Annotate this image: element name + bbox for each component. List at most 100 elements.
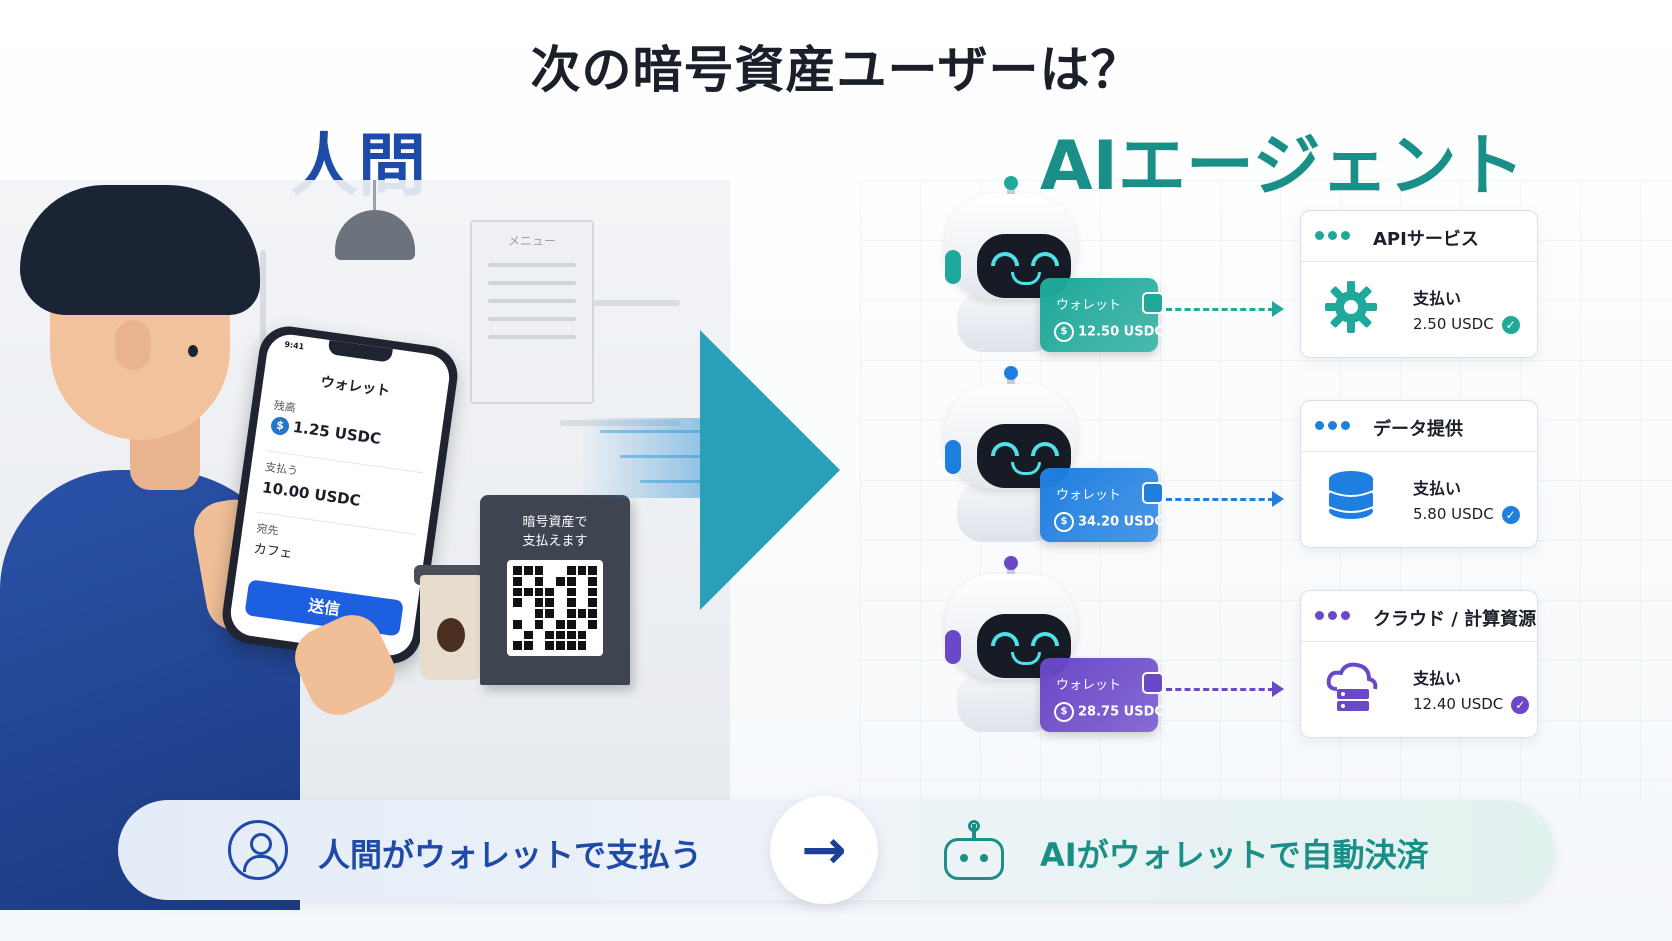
banner-ai-text: AIがウォレットで自動決済: [1040, 836, 1429, 874]
window-dots: [1315, 225, 1354, 244]
balance-value: $1.25 USDC: [269, 415, 383, 449]
robot-eye: [991, 252, 1019, 266]
wallet-amount: $34.20 USDC: [1054, 512, 1164, 532]
window-dots: [1315, 415, 1354, 434]
sign-text: 暗号資産で支払えます: [480, 513, 630, 551]
robot-icon-antenna-ball: [968, 820, 980, 832]
robot-mouth: [1011, 652, 1041, 665]
robot-antenna-ball: [1004, 366, 1018, 380]
menu-board: メニュー: [470, 220, 594, 404]
payment-flow-line: [1166, 688, 1274, 691]
service-title: データ提供: [1373, 419, 1463, 440]
robot-eye: [1031, 252, 1059, 266]
agent-wallet-card: ウォレット$28.75 USDC: [1040, 658, 1164, 732]
agent-wallet-card: ウォレット $12.50 USDC: [1040, 278, 1164, 352]
wallet-clasp: [1142, 672, 1164, 694]
robot-antenna-ball: [1004, 176, 1018, 190]
qr-code-icon: [507, 560, 603, 656]
window-dot: [1315, 231, 1324, 240]
robot-mouth: [1011, 272, 1041, 285]
person-icon-body: [243, 855, 279, 872]
divider: [1301, 261, 1537, 262]
payment-flow-arrow-icon: [1272, 301, 1284, 317]
wallet-amount: $28.75 USDC: [1054, 702, 1164, 722]
check-icon: ✓: [1511, 695, 1530, 714]
robot-icon-head: [944, 838, 1004, 880]
person-hair: [20, 185, 260, 315]
window-dots: [1315, 605, 1354, 624]
usdc-coin-icon: $: [1054, 512, 1074, 532]
recipient-label: 宛先: [255, 521, 280, 538]
payment-amount-value: 12.40 USDC: [1413, 695, 1504, 713]
sign-text-line: 暗号資産で: [522, 515, 588, 530]
payment-amount: 12.40 USDC ✓: [1413, 695, 1530, 714]
payment-label: 支払い: [1413, 479, 1462, 498]
database-icon: [1323, 469, 1379, 525]
usdc-coin-icon: $: [1054, 702, 1074, 722]
sign-text-line: 支払えます: [522, 534, 588, 549]
robot-head: [945, 194, 1077, 299]
divider: [1301, 641, 1537, 642]
phone-notch: [327, 340, 393, 363]
phone-time: 9:41: [283, 339, 305, 352]
wallet-clasp: [1142, 292, 1164, 314]
payment-flow-arrow-icon: [1272, 681, 1284, 697]
payment-flow-line: [1166, 498, 1274, 501]
window-dot: [1328, 611, 1337, 620]
payment-amount-value: 5.80 USDC: [1413, 505, 1494, 523]
menu-board-label: メニュー: [507, 234, 556, 248]
wallet-amount: $12.50 USDC: [1054, 322, 1164, 342]
banner-human-text: 人間がウォレットで支払う: [318, 836, 703, 874]
recipient-value: カフェ: [252, 541, 294, 562]
menu-line: [488, 281, 576, 285]
window-dot: [1341, 421, 1350, 430]
transition-arrow-icon: [700, 330, 840, 610]
usdc-coin-icon: $: [269, 415, 291, 436]
robot-ear: [945, 630, 961, 664]
robot-ear: [945, 440, 961, 474]
arrow-right-icon: →: [770, 796, 878, 904]
cloud-server-icon: [1323, 659, 1379, 715]
robot-eye: [991, 632, 1019, 646]
menu-line: [488, 335, 576, 339]
divider: [1301, 451, 1537, 452]
wallet-amount-value: 34.20 USDC: [1078, 514, 1164, 530]
divider: [256, 511, 416, 535]
wallet-label: ウォレット: [1056, 488, 1122, 503]
wallet-amount-value: 28.75 USDC: [1078, 704, 1164, 720]
person-ear: [115, 320, 151, 370]
phone-screen: 9:41 ウォレット 残高 $1.25 USDC 支払う 10.00 USDC …: [227, 331, 453, 659]
coffee-bean-icon: [437, 618, 465, 652]
check-icon: ✓: [1501, 505, 1520, 524]
menu-line: [488, 263, 576, 267]
robot-mouth: [1011, 462, 1041, 475]
robot-icon-eye: [960, 854, 968, 862]
person-eye: [188, 345, 198, 357]
service-card: データ提供支払い 5.80 USDC ✓: [1300, 400, 1538, 548]
payment-label: 支払い: [1413, 289, 1462, 308]
balance-amount: 1.25 USDC: [291, 417, 383, 449]
person-icon: [228, 820, 288, 880]
main-title: 次の暗号資産ユーザーは？: [530, 41, 1142, 99]
agent-wallet-card: ウォレット $34.20 USDC: [1040, 468, 1164, 542]
robot-icon: [940, 820, 1008, 884]
robot-icon-eye: [980, 854, 988, 862]
gear-icon: [1323, 279, 1379, 335]
wallet-amount-value: 12.50 USDC: [1078, 324, 1164, 340]
window-dot: [1341, 231, 1350, 240]
balance-label: 残高: [272, 398, 297, 415]
lamp-cord: [373, 180, 376, 212]
window-dot: [1328, 231, 1337, 240]
payment-amount-value: 2.50 USDC: [1413, 315, 1494, 333]
usdc-coin-icon: $: [1054, 322, 1074, 342]
ai-agent-heading: AIエージェント: [1040, 127, 1525, 206]
wallet-label: ウォレット: [1056, 298, 1122, 313]
crypto-payment-sign: 暗号資産で支払えます: [480, 495, 630, 685]
robot-eye: [1031, 632, 1059, 646]
person-icon-head: [250, 833, 272, 855]
pay-value: 10.00 USDC: [261, 478, 362, 510]
robot-eye: [991, 442, 1019, 456]
check-icon: ✓: [1501, 315, 1520, 334]
service-title: クラウド / 計算資源: [1373, 609, 1537, 630]
